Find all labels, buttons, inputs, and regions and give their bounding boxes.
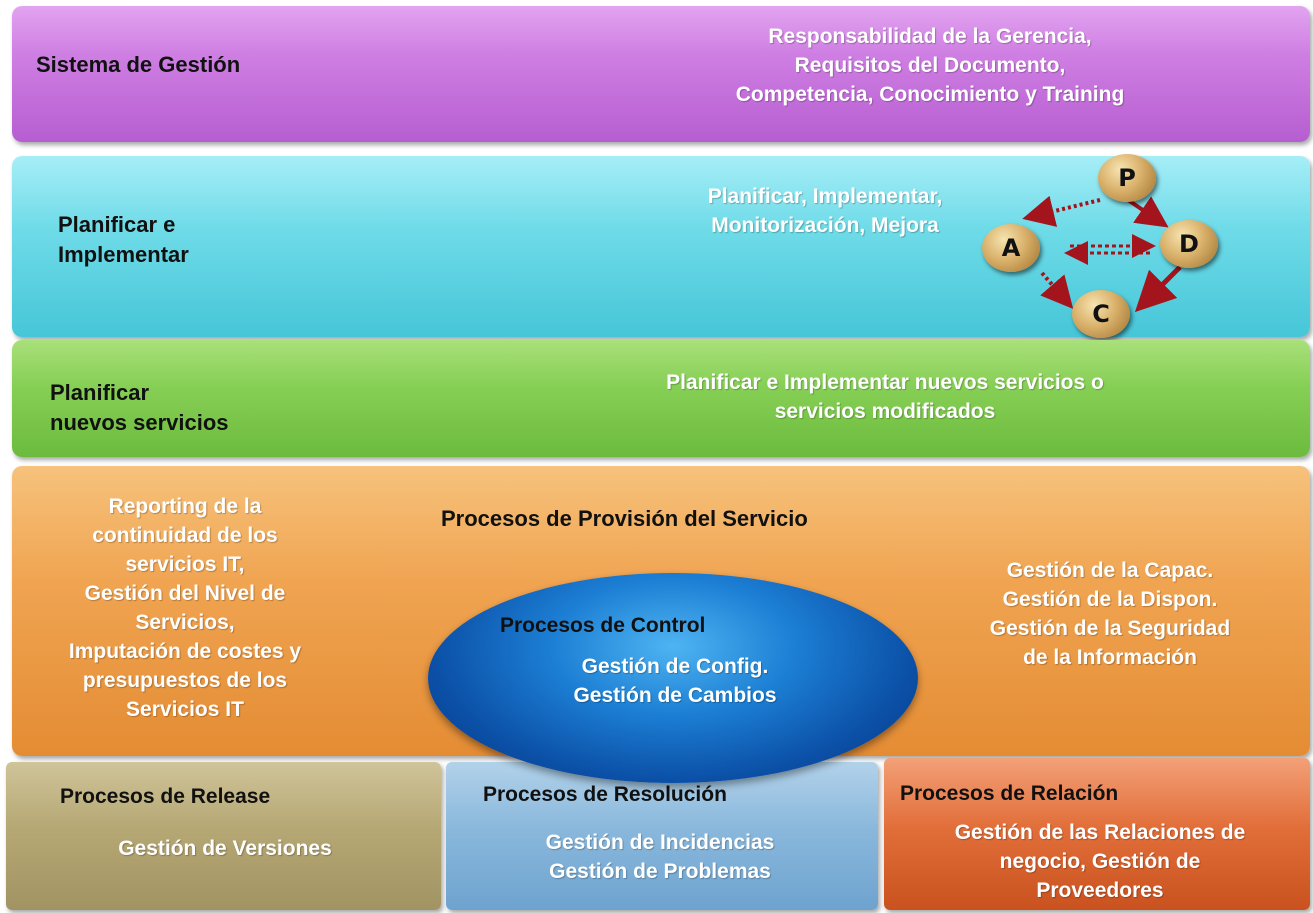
provision-servicio-title: Procesos de Provisión del Servicio	[441, 506, 808, 531]
provision-left-line: Servicios IT	[126, 698, 244, 721]
resolucion-title: Procesos de Resolución	[483, 783, 727, 806]
sistema-gestion-desc: Responsabilidad de la Gerencia, Requisit…	[620, 22, 1240, 109]
relacion-desc: Gestión de las Relaciones de negocio, Ge…	[900, 818, 1300, 905]
sistema-gestion-band	[12, 6, 1310, 142]
provision-right-line: Gestión de la Capac.	[1006, 559, 1214, 582]
nuevos-servicios-title-line: nuevos servicios	[50, 410, 229, 435]
provision-left-line: continuidad de los	[92, 524, 278, 547]
relacion-band	[884, 758, 1310, 910]
control-title: Procesos de Control	[500, 614, 706, 637]
nuevos-servicios-line: servicios modificados	[774, 400, 996, 423]
release-title: Procesos de Release	[60, 785, 271, 808]
nuevos-servicios-band	[12, 340, 1310, 457]
provision-right-line: de la Información	[1023, 646, 1197, 669]
arrow-p-to-a	[1022, 195, 1101, 227]
resolucion-desc: Gestión de Incidencias Gestión de Proble…	[470, 828, 850, 886]
sistema-gestion-title: Sistema de Gestión	[36, 52, 241, 77]
nuevos-servicios-title-line: Planificar	[50, 380, 150, 405]
provision-left-line: Gestión del Nivel de	[84, 582, 286, 605]
sistema-gestion-line: Requisitos del Documento,	[794, 54, 1066, 77]
release-band	[6, 762, 441, 910]
relacion-title: Procesos de Relación	[900, 782, 1119, 805]
sistema-gestion-line: Competencia, Conocimiento y Training	[735, 83, 1125, 106]
arrow-a-to-c	[1040, 271, 1074, 310]
planificar-implementar-title: Planificar e Implementar	[58, 210, 189, 270]
provision-left-line: Imputación de costes y	[68, 640, 302, 663]
control-line: Gestión de Config.	[581, 655, 769, 678]
nuevos-servicios-title: Planificar nuevos servicios	[50, 378, 229, 438]
pdca-d-ball: D	[1160, 220, 1218, 268]
provision-right-line: Gestión de la Dispon.	[1002, 588, 1218, 611]
planificar-implementar-line: Planificar, Implementar,	[707, 185, 943, 208]
provision-servicio-right: Gestión de la Capac. Gestión de la Dispo…	[945, 556, 1275, 672]
resolucion-line: Gestión de Problemas	[549, 860, 771, 883]
release-line: Gestión de Versiones	[118, 837, 332, 860]
control-desc: Gestión de Config. Gestión de Cambios	[500, 652, 850, 710]
planificar-implementar-line: Monitorización, Mejora	[711, 214, 939, 237]
arrow-d-to-c	[1134, 265, 1182, 313]
pdca-cycle-arrows	[1022, 195, 1182, 313]
planificar-implementar-desc: Planificar, Implementar, Monitorización,…	[640, 182, 1010, 240]
nuevos-servicios-desc: Planificar e Implementar nuevos servicio…	[560, 368, 1210, 426]
pdca-c-ball: C	[1072, 290, 1130, 338]
provision-left-line: Reporting de la	[108, 495, 262, 518]
provision-left-line: Servicios,	[135, 611, 235, 634]
control-line: Gestión de Cambios	[573, 684, 777, 707]
resolucion-line: Gestión de Incidencias	[545, 831, 775, 854]
arrow-p-to-d	[1126, 196, 1169, 228]
provision-left-line: servicios IT,	[125, 553, 245, 576]
procesos-control-ellipse	[428, 573, 918, 783]
relacion-line: Proveedores	[1036, 879, 1164, 902]
provision-servicio-left: Reporting de la continuidad de los servi…	[20, 492, 350, 724]
provision-right-line: Gestión de la Seguridad	[989, 617, 1231, 640]
pdca-a-ball: A	[982, 224, 1040, 272]
nuevos-servicios-line: Planificar e Implementar nuevos servicio…	[666, 371, 1104, 394]
pdca-p-ball: P	[1098, 154, 1156, 202]
relacion-line: negocio, Gestión de	[999, 850, 1201, 873]
planificar-implementar-title-line: Implementar	[58, 242, 189, 267]
provision-left-line: presupuestos de los	[82, 669, 288, 692]
resolucion-band	[446, 762, 878, 910]
sistema-gestion-line: Responsabilidad de la Gerencia,	[768, 25, 1092, 48]
relacion-line: Gestión de las Relaciones de	[954, 821, 1246, 844]
planificar-implementar-title-line: Planificar e	[58, 212, 176, 237]
